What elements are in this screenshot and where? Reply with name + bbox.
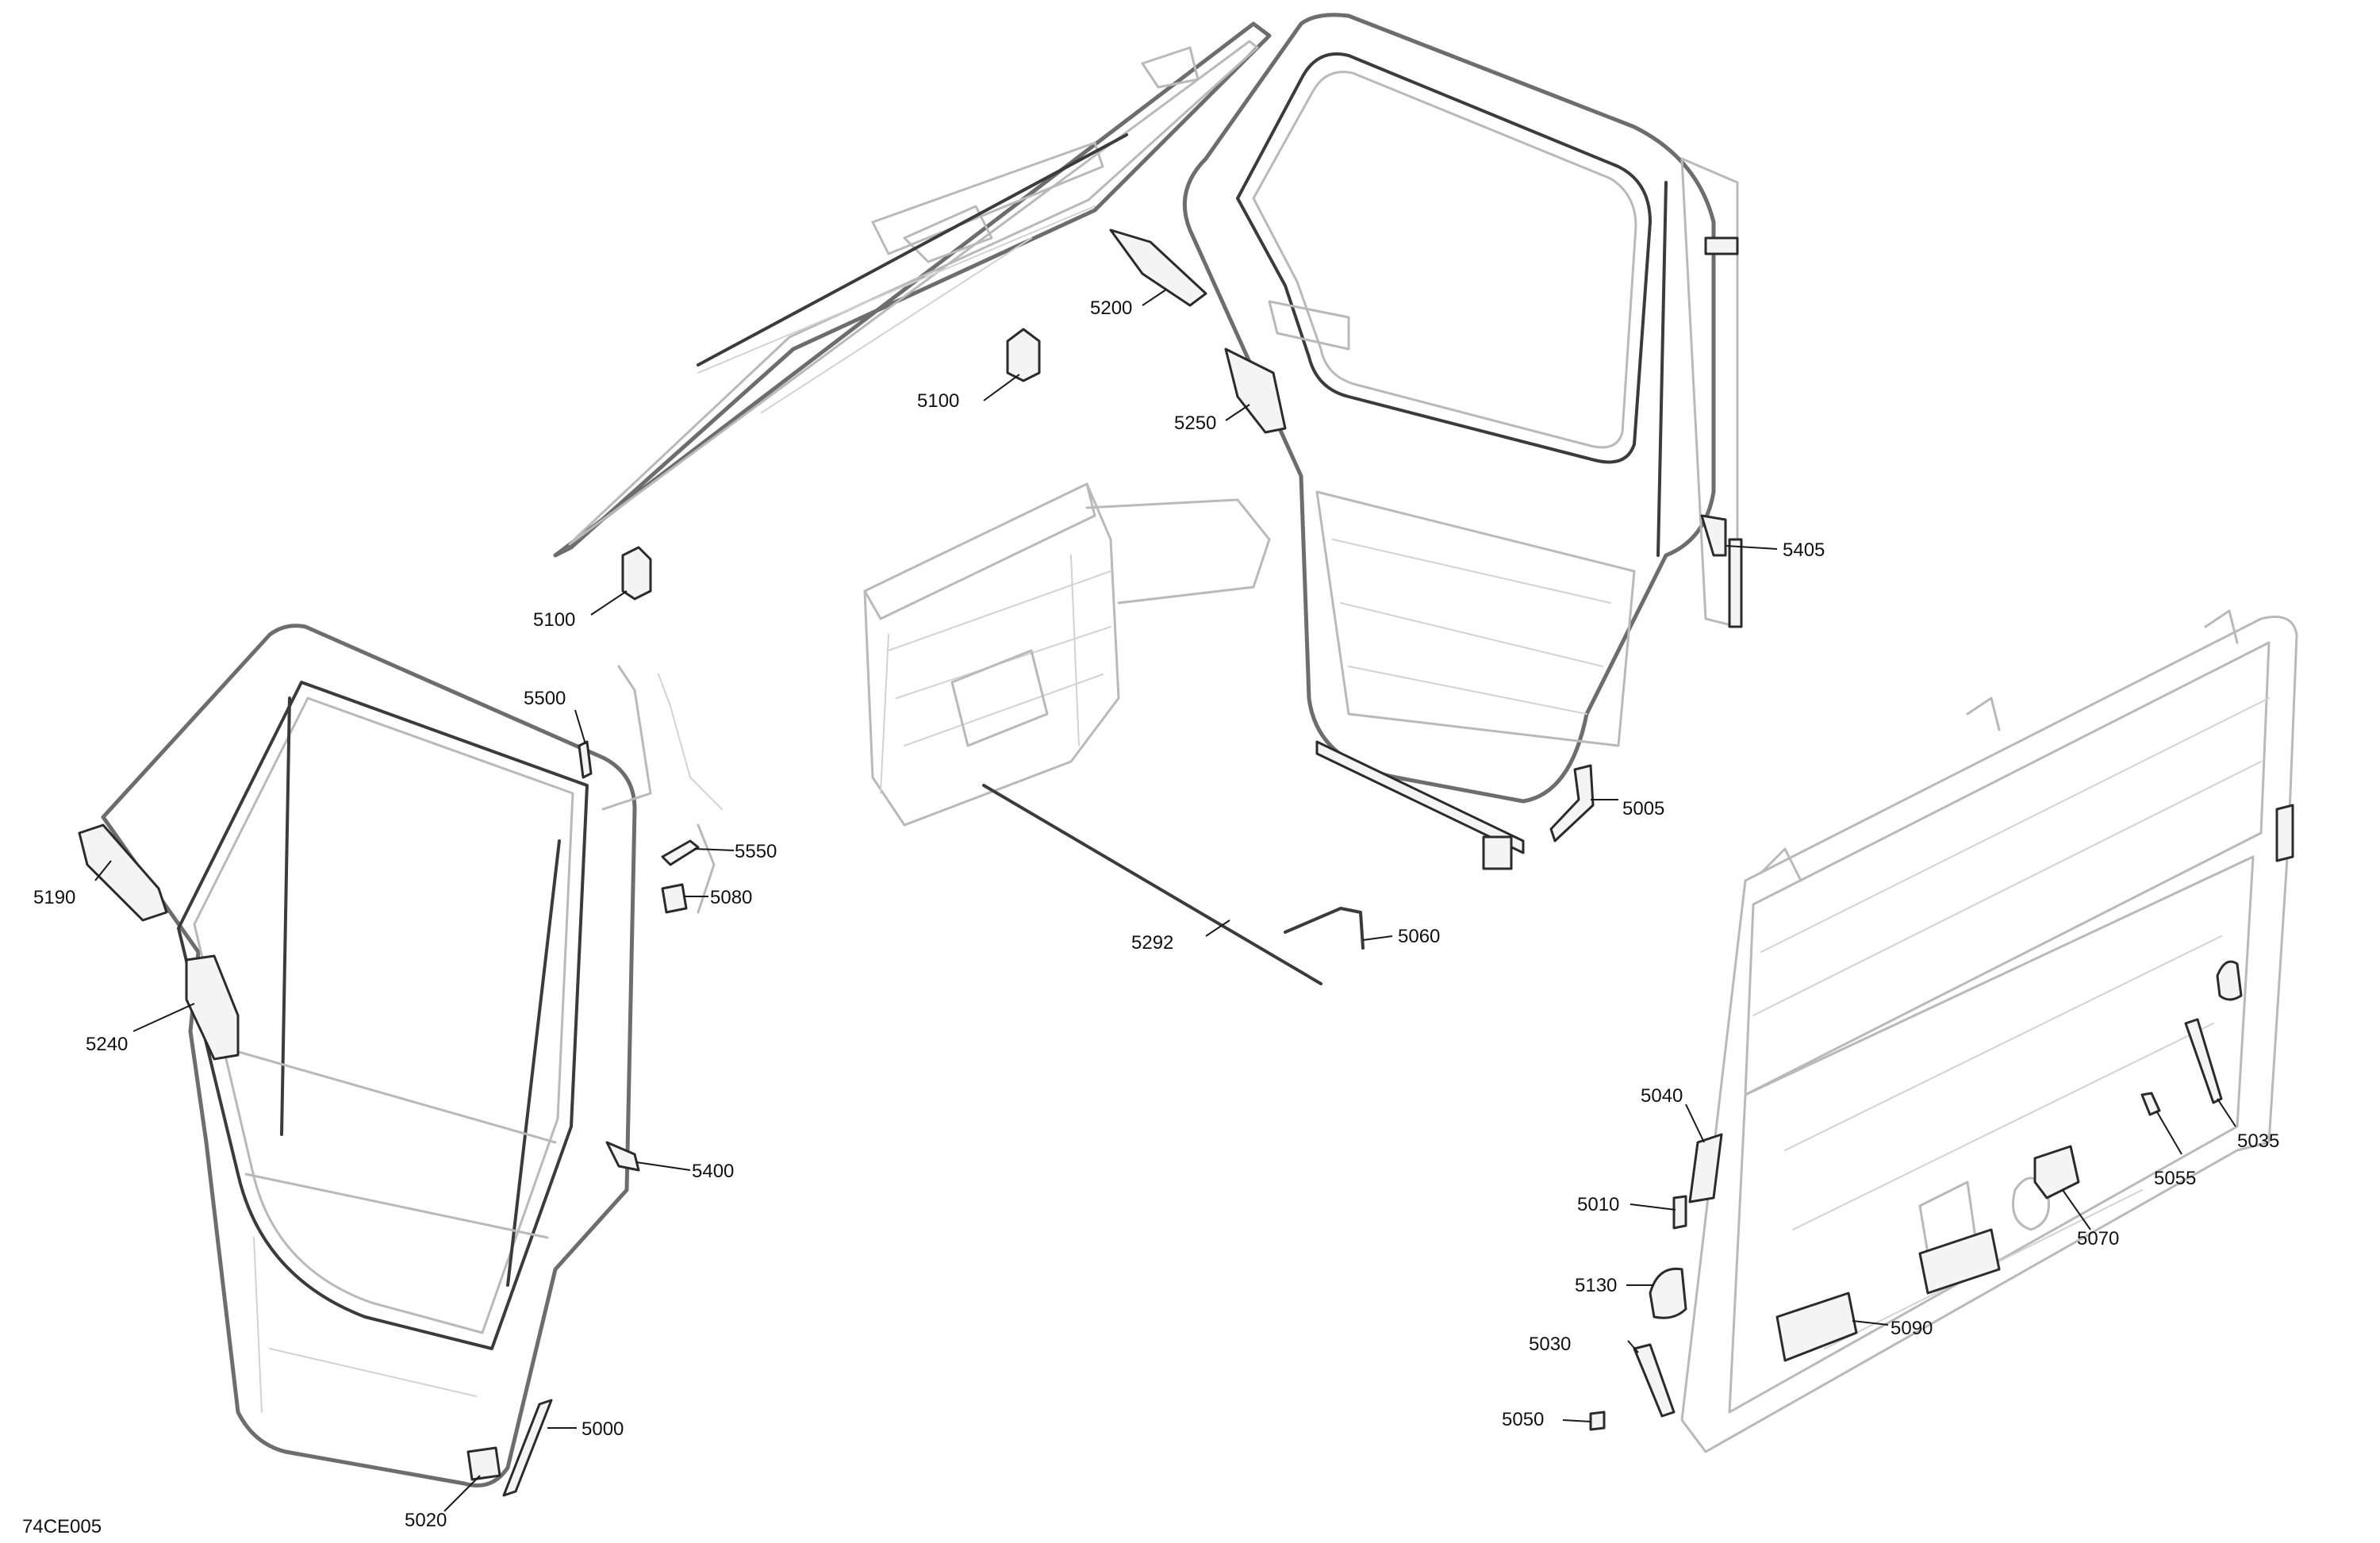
callout-5010: 5010	[1577, 1194, 1620, 1215]
left-door	[101, 624, 723, 1487]
seal-5035	[2184, 1018, 2223, 1104]
bumper-5035-top	[2216, 960, 2243, 1001]
callout-5005: 5005	[1622, 798, 1665, 819]
callout-5080: 5080	[710, 887, 753, 908]
strip-5550	[661, 839, 700, 866]
rod-5292	[982, 784, 1322, 985]
pad-5250	[1224, 347, 1287, 434]
callout-5055: 5055	[2154, 1168, 2197, 1189]
clip-5055	[2140, 1092, 2161, 1116]
callout-5190: 5190	[33, 887, 76, 908]
bumper-5130	[1649, 1267, 1687, 1319]
figure-code: 74CE005	[22, 1516, 102, 1537]
callout-5100-upper: 5100	[917, 390, 960, 412]
small-parts	[78, 228, 2294, 1497]
windshield-panel	[553, 21, 1272, 558]
clip-5500	[578, 740, 593, 779]
callout-5000: 5000	[582, 1418, 624, 1440]
rear-panel	[1680, 609, 2298, 1453]
callout-5060: 5060	[1398, 926, 1441, 947]
callout-5240: 5240	[86, 1034, 129, 1055]
center-console-box	[863, 482, 1271, 827]
seal-5000	[502, 1399, 553, 1497]
block-5020	[466, 1446, 501, 1481]
pad-panel-right	[2275, 804, 2294, 862]
callout-5100-lower: 5100	[533, 609, 576, 631]
striker-5400	[605, 1141, 640, 1172]
block-5080	[661, 883, 688, 914]
callout-5020: 5020	[405, 1510, 447, 1531]
callout-5030: 5030	[1529, 1334, 1572, 1355]
callout-5405: 5405	[1783, 539, 1825, 561]
seal-5005	[1549, 764, 1595, 843]
bracket-5090-upper	[1918, 1228, 2001, 1295]
callout-5040: 5040	[1641, 1085, 1683, 1107]
callout-5250: 5250	[1174, 413, 1217, 434]
leader-lines	[94, 289, 2236, 1512]
bumper-5070	[2033, 1145, 2080, 1199]
callout-5130: 5130	[1575, 1275, 1618, 1296]
callout-5050: 5050	[1502, 1409, 1545, 1430]
callout-5550: 5550	[735, 841, 777, 862]
callout-5400: 5400	[692, 1161, 735, 1182]
hinge-5100-upper	[1006, 328, 1041, 382]
callout-5035: 5035	[2237, 1130, 2280, 1152]
callout-5070: 5070	[2077, 1228, 2120, 1249]
callout-5292: 5292	[1131, 932, 1174, 954]
clip-5010	[1672, 1195, 1687, 1230]
pad-5040	[1688, 1133, 1723, 1203]
hinge-5100-lower	[621, 546, 652, 601]
clip-5060	[1284, 907, 1365, 950]
block-5050	[1589, 1411, 1606, 1431]
bracket-5090-lower	[1775, 1292, 1858, 1362]
bracket-5200	[1109, 228, 1207, 307]
striker-5405	[1700, 514, 1727, 557]
rear-door-right	[1182, 13, 1743, 870]
bracket-5190	[78, 823, 168, 922]
callout-5200: 5200	[1090, 297, 1133, 319]
pad-5240	[185, 954, 240, 1061]
callout-5090: 5090	[1891, 1318, 1933, 1339]
seal-5030	[1633, 1343, 1676, 1418]
callout-5500: 5500	[524, 688, 566, 709]
